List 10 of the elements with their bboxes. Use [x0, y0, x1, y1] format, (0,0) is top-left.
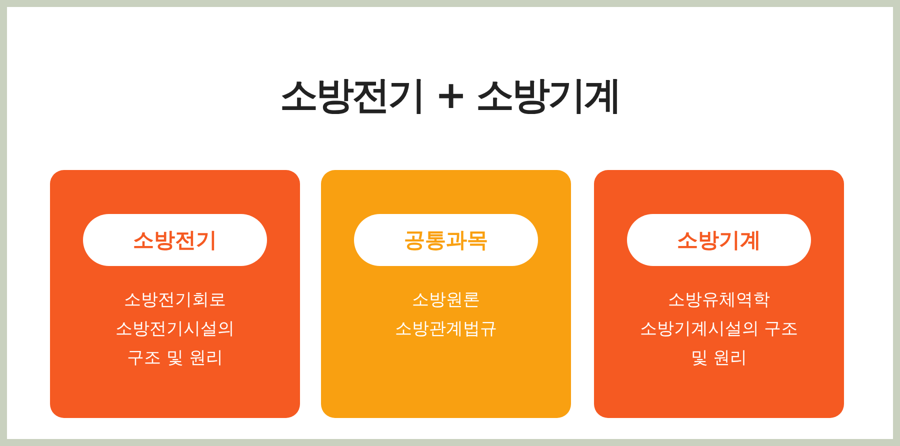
category-label: 공통과목 — [354, 214, 538, 266]
subject-list: 소방원론 소방관계법규 — [376, 286, 516, 344]
subject-card — [594, 170, 844, 418]
subject-card — [50, 170, 300, 418]
subject-list: 소방유체역학 소방기계시설의 구조 및 원리 — [629, 286, 809, 373]
category-label: 소방기계 — [627, 214, 811, 266]
title: 소방전기 + 소방기계 — [280, 72, 620, 119]
subject-list: 소방전기회로 소방전기시설의 구조 및 원리 — [105, 286, 245, 373]
subject-card — [321, 170, 571, 418]
category-label: 소방전기 — [83, 214, 267, 266]
